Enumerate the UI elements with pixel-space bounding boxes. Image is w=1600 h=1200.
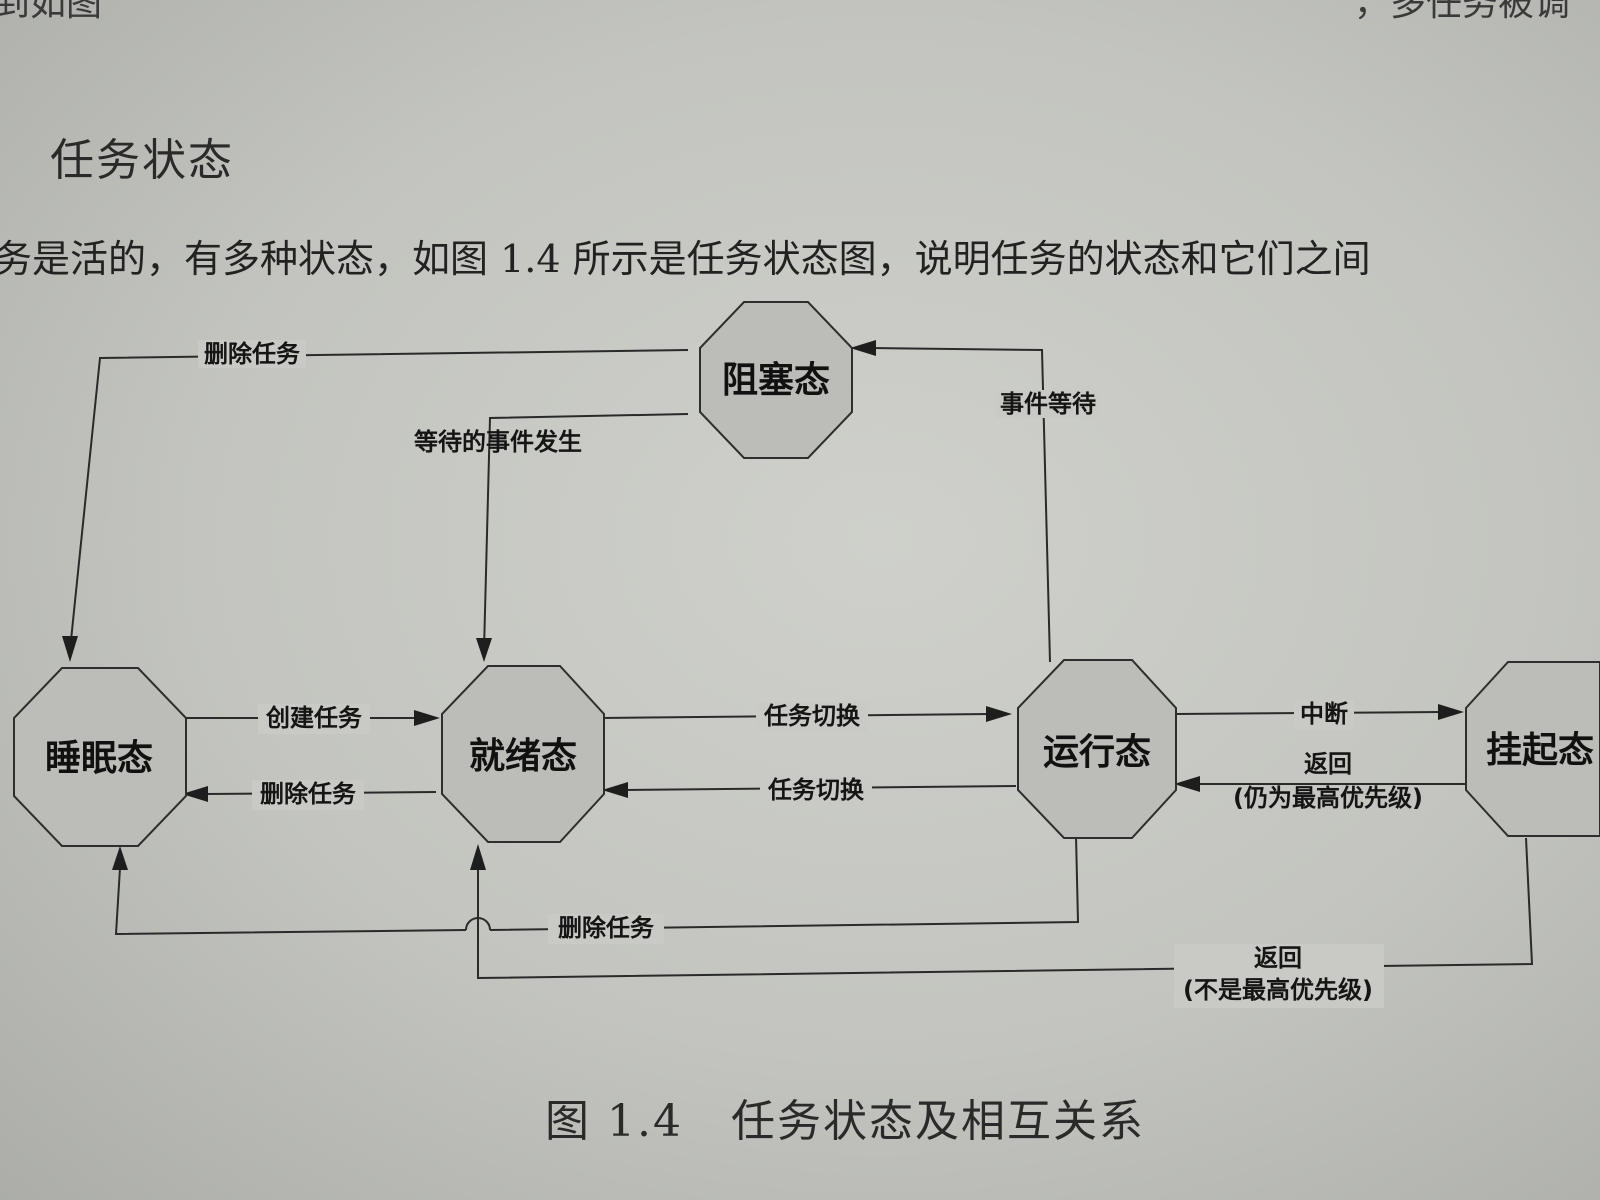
state-blocked-label: 阻塞态: [722, 360, 830, 401]
figure-caption: 图 1.4 任务状态及相互关系: [545, 1085, 1145, 1149]
arrowhead: [1174, 776, 1200, 792]
figure-number: 图 1.4: [545, 1096, 683, 1147]
edge-label: 任务切换: [763, 702, 861, 730]
label-event-occurred: 等待的事件发生: [414, 428, 582, 456]
top-text-fragment-right: ，多任务被调: [1353, 0, 1570, 24]
edge-label: 任务切换: [767, 776, 865, 804]
label-delete-blocked-to-sleep: 删除任务: [198, 340, 306, 368]
state-sleep-label: 睡眠态: [45, 738, 153, 779]
top-text-fragment-left: 到如图: [0, 0, 103, 24]
state-running: 运行态: [1017, 659, 1177, 839]
edge-label: 创建任务: [265, 704, 363, 732]
label-create-task: 创建任务: [258, 704, 370, 734]
edge-label: 返回: [1304, 750, 1352, 778]
edge-label: 等待的事件发生: [414, 428, 582, 456]
edge-blocked-to-sleep: [62, 349, 689, 662]
edge-label: (不是最高优先级): [1183, 976, 1373, 1004]
label-delete-running-to-sleep: 删除任务: [548, 914, 664, 944]
label-interrupt: 中断: [1294, 700, 1354, 730]
edge-label: 删除任务: [260, 780, 357, 808]
edge-label: 删除任务: [204, 340, 301, 368]
arrowhead: [182, 786, 208, 802]
state-running-label: 运行态: [1043, 732, 1151, 773]
edge-running-to-blocked: [850, 340, 1051, 663]
edge-blocked-to-ready: [476, 413, 689, 662]
arrowhead: [602, 782, 628, 798]
arrowhead: [470, 844, 486, 870]
label-switch-to-running: 任务切换: [756, 702, 868, 732]
arrowhead: [112, 846, 128, 870]
label-wait-event: 事件等待: [996, 390, 1100, 418]
state-suspended: 挂起态: [1465, 661, 1600, 837]
edge-label: 事件等待: [1000, 390, 1096, 418]
state-suspended-label: 挂起态: [1486, 730, 1594, 771]
figure-title: 任务状态及相互关系: [730, 1096, 1145, 1147]
label-delete-ready-to-sleep: 删除任务: [252, 780, 364, 810]
arrowhead: [476, 638, 492, 662]
arrowhead: [414, 710, 440, 726]
arrowhead: [62, 636, 78, 662]
edge-label: (仍为最高优先级): [1233, 784, 1423, 812]
label-return-highest: 返回 (仍为最高优先级): [1233, 750, 1423, 812]
arrowhead: [1438, 704, 1464, 720]
label-return-not-highest: 返回 (不是最高优先级): [1174, 944, 1384, 1008]
state-ready: 就绪态: [441, 665, 605, 843]
body-text-line: 务是活的，有多种状态，如图 1.4 所示是任务状态图，说明任务的状态和它们之间: [0, 237, 1371, 281]
label-switch-to-ready: 任务切换: [760, 776, 872, 806]
arrowhead: [986, 706, 1012, 722]
state-sleep: 睡眠态: [13, 667, 187, 847]
edge-suspended-to-running-highest: [1174, 776, 1468, 792]
task-state-diagram: 阻塞态 睡眠态 就绪态 运行态 挂起态 删除任务: [0, 290, 1600, 1050]
edge-label: 返回: [1254, 944, 1302, 972]
edge-label: 中断: [1300, 700, 1348, 728]
section-heading: 任务状态: [50, 135, 234, 186]
state-ready-label: 就绪态: [469, 736, 577, 777]
arrowhead: [850, 340, 876, 356]
edge-label: 删除任务: [558, 914, 655, 942]
edge-suspended-to-ready-not-highest: [470, 837, 1534, 980]
state-blocked: 阻塞态: [699, 301, 853, 459]
